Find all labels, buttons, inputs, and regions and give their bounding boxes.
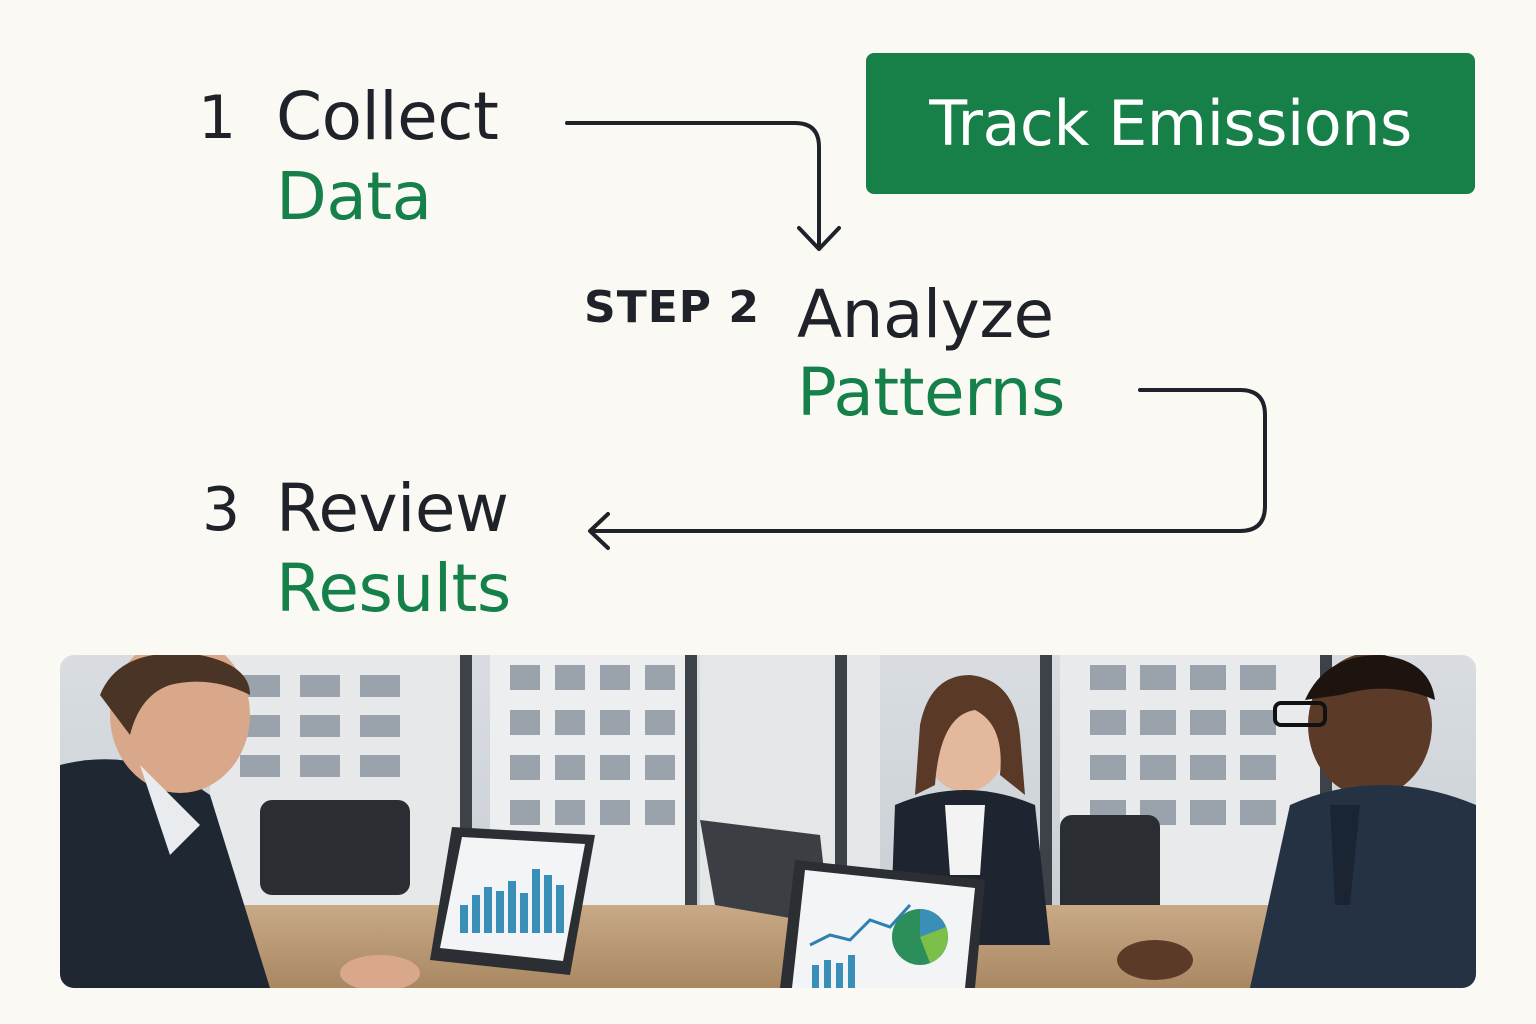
step-3-number: 3 [202, 475, 241, 545]
track-emissions-badge: Track Emissions [866, 53, 1475, 194]
step-2-title: Analyze [797, 276, 1054, 353]
arrowhead-left [588, 512, 610, 550]
step-2-label: STEP 2 [584, 282, 760, 333]
office-meeting-photo [60, 655, 1476, 988]
step-2-subtitle: Patterns [797, 354, 1065, 431]
step-1-subtitle: Data [276, 158, 432, 235]
step-3-subtitle: Results [276, 550, 511, 627]
arrowhead-down [797, 226, 841, 251]
step-1-title: Collect [276, 78, 499, 155]
step-1-number: 1 [198, 83, 237, 153]
meeting-illustration [60, 655, 1476, 988]
step-3-title: Review [276, 470, 509, 547]
arrow-step2-to-step3 [590, 388, 1267, 533]
badge-label: Track Emissions [929, 87, 1412, 160]
arrow-step1-to-step2 [565, 121, 821, 248]
